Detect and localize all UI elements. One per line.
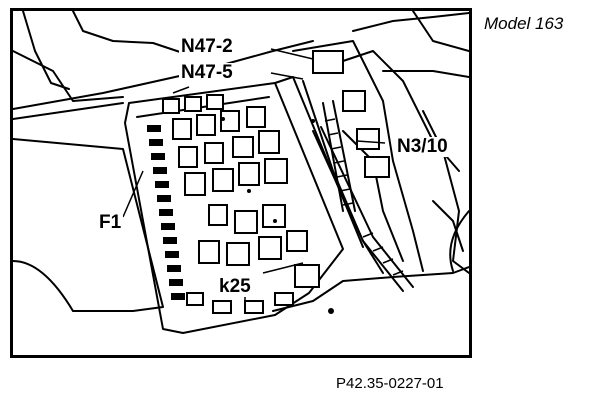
figure-code: P42.35-0227-01: [336, 375, 444, 392]
callout-n47-2: N47-2: [179, 36, 235, 57]
callout-n3-10: N3/10: [395, 136, 450, 157]
callout-n47-5: N47-5: [179, 62, 235, 83]
diagram-frame: N47-2 N47-5 N3/10 F1 k25: [10, 8, 472, 358]
callout-k25: k25: [217, 276, 253, 297]
model-label: Model 163: [484, 14, 564, 33]
callout-f1: F1: [97, 212, 124, 233]
engine-compartment-drawing: [13, 11, 469, 334]
